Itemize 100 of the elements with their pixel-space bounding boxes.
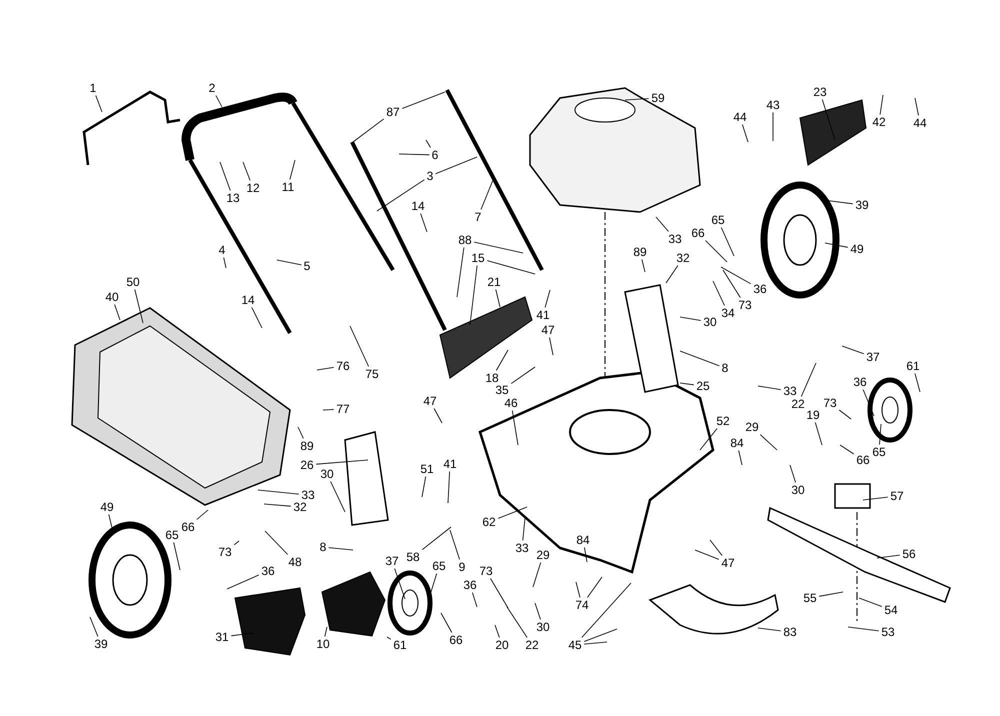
leader-line	[196, 510, 208, 520]
callout-number: 73	[479, 564, 493, 578]
callout-number: 36	[753, 282, 767, 296]
leader-line	[824, 242, 848, 248]
leader-line	[322, 409, 334, 410]
callout-number: 25	[696, 379, 710, 393]
leader-line	[818, 592, 844, 597]
callout-number: 22	[525, 638, 539, 652]
leader-line	[642, 259, 646, 272]
leader-line	[800, 362, 816, 397]
callout-number: 65	[432, 559, 446, 573]
callout-number: 6	[432, 148, 438, 162]
callout-number: 23	[813, 85, 827, 99]
callout-number: 46	[504, 396, 518, 410]
leader-line	[772, 112, 774, 142]
leader-line	[858, 598, 882, 607]
leader-line	[474, 242, 524, 254]
leader-line	[435, 156, 478, 174]
callout-number: 15	[471, 251, 485, 265]
callout-number: 42	[872, 115, 886, 129]
callout-number: 53	[881, 625, 895, 639]
callout-number: 33	[301, 488, 315, 502]
callout-number: 61	[906, 359, 920, 373]
leader-line	[216, 95, 222, 108]
leader-line	[862, 496, 888, 500]
leader-line	[386, 636, 392, 640]
leader-line	[790, 464, 796, 483]
callout-number: 65	[872, 445, 886, 459]
callout-number: 33	[783, 384, 797, 398]
callout-number: 77	[336, 402, 350, 416]
leader-line	[880, 94, 884, 115]
leader-line	[584, 628, 618, 642]
leader-line	[430, 573, 438, 592]
callout-number: 29	[536, 548, 550, 562]
leader-line	[226, 574, 260, 590]
leader-line	[584, 547, 588, 562]
callout-number: 5	[304, 259, 310, 273]
callout-number: 89	[300, 439, 314, 453]
callout-number: 30	[703, 315, 717, 329]
callout-number: 76	[336, 359, 350, 373]
callout-number: 36	[853, 375, 867, 389]
leader-line	[534, 602, 541, 620]
leader-line	[242, 162, 250, 181]
leader-line	[470, 265, 478, 326]
leader-line	[450, 530, 460, 560]
callout-number: 58	[406, 550, 420, 564]
callout-number: 14	[411, 199, 425, 213]
callout-number: 40	[105, 290, 119, 304]
leader-line	[587, 576, 602, 598]
leader-line	[398, 154, 430, 156]
leader-line	[680, 382, 694, 386]
leader-line	[496, 350, 508, 371]
callout-number: 37	[385, 554, 399, 568]
callout-number: 21	[487, 275, 501, 289]
callout-number: 65	[711, 213, 725, 227]
leader-line	[376, 179, 425, 212]
leader-line	[422, 476, 426, 498]
callout-number: 59	[651, 91, 665, 105]
callout-number: 47	[721, 556, 735, 570]
leader-line	[848, 626, 880, 632]
leader-line	[510, 366, 536, 384]
callout-number: 52	[716, 414, 730, 428]
leader-line	[758, 386, 782, 390]
callout-number: 36	[463, 578, 477, 592]
leader-line	[220, 162, 231, 191]
callout-number: 31	[215, 630, 229, 644]
callout-number: 1	[90, 81, 96, 95]
leader-line	[712, 280, 725, 306]
leader-line	[914, 373, 920, 392]
callout-number: 66	[691, 226, 705, 240]
callout-number: 3	[426, 169, 434, 183]
callout-number: 51	[420, 462, 434, 476]
callout-number: 89	[633, 245, 647, 259]
callout-number: 32	[676, 251, 690, 265]
leader-line	[350, 326, 369, 367]
leader-line	[544, 290, 550, 308]
callout-number: 47	[423, 394, 437, 408]
leader-line	[494, 624, 500, 638]
leader-line	[522, 518, 526, 541]
callout-number: 49	[100, 500, 114, 514]
leader-line	[264, 530, 288, 555]
callout-number: 61	[393, 638, 407, 652]
leader-line	[914, 98, 919, 116]
leader-line	[666, 265, 678, 284]
callout-number: 55	[803, 591, 817, 605]
callout-number: 2	[208, 81, 216, 95]
callout-number: 8	[320, 540, 326, 554]
callout-number: 84	[576, 533, 590, 547]
callout-number: 66	[181, 520, 195, 534]
leader-line	[495, 289, 500, 308]
callout-number: 57	[890, 489, 904, 503]
leader-line	[251, 307, 262, 328]
callout-number: 48	[288, 555, 302, 569]
leader-line	[394, 568, 406, 600]
leader-line	[490, 578, 508, 608]
leader-line	[738, 450, 742, 466]
leader-line	[700, 428, 718, 450]
callout-number: 66	[449, 633, 463, 647]
callout-number: 37	[866, 350, 880, 364]
callout-number: 62	[482, 515, 496, 529]
